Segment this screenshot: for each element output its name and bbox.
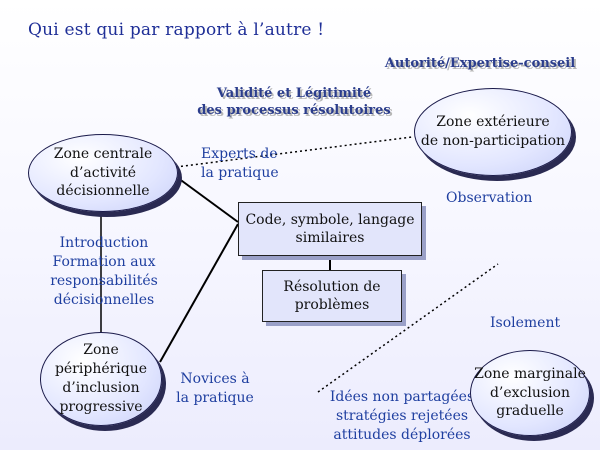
label-novices-line2: la pratique (176, 389, 254, 406)
resolution-box: Résolution de problèmes (262, 270, 402, 322)
zone-centrale-line2: d’activité (69, 164, 136, 181)
page-title: Qui est qui par rapport à l’autre ! (28, 20, 325, 40)
label-experts-line2: la pratique (201, 164, 279, 181)
zone-centrale-line1: Zone centrale (53, 145, 153, 162)
zone-peripherique-line3: d’inclusion (62, 380, 140, 396)
label-idees: Idées non partagées stratégies rejetées … (324, 388, 480, 445)
line-peripherique-code (159, 223, 239, 363)
label-idees-line2: stratégies rejetées (335, 407, 469, 424)
resolution-box-line1: Résolution de (283, 278, 381, 295)
label-novices: Novices à la pratique (170, 370, 260, 408)
label-validite: Validité et Légitimité des processus rés… (194, 86, 394, 120)
zone-peripherique-line1: Zone (83, 342, 119, 359)
zone-marginale-ellipse: Zone marginale d’exclusion graduelle (470, 350, 590, 436)
zone-marginale-line3: graduelle (496, 403, 564, 420)
code-box: Code, symbole, langage similaires (238, 202, 422, 256)
label-validite-line1: Validité et Légitimité (216, 86, 372, 101)
label-experts: Experts de la pratique (201, 145, 279, 183)
resolution-box-line2: problèmes (294, 297, 370, 313)
label-validite-line2: des processus résolutoires (197, 102, 391, 118)
zone-exterieure-line2: de non-participation (420, 133, 566, 149)
label-introduction-line3: responsabilités (50, 272, 158, 289)
zone-marginale-line1: Zone marginale (474, 365, 586, 382)
zone-exterieure-ellipse: Zone extérieure de non-participation (414, 88, 572, 176)
zone-marginale-line2: d’exclusion (489, 384, 571, 401)
label-experts-line1: Experts de (201, 146, 278, 162)
label-introduction-line4: décisionnelles (53, 291, 155, 308)
zone-centrale-ellipse: Zone centrale d’activité décisionnelle (28, 134, 178, 212)
label-idees-line3: attitudes déplorées (333, 426, 471, 443)
zone-peripherique-line4: progressive (59, 398, 143, 415)
label-introduction-line2: Formation aux (52, 253, 156, 270)
line-centrale-code (177, 177, 239, 223)
label-idees-line1: Idées non partagées (329, 389, 475, 405)
code-box-line1: Code, symbole, langage (245, 211, 415, 228)
zone-centrale-line3: décisionnelle (56, 183, 150, 200)
label-observation: Observation (446, 190, 533, 206)
zone-peripherique-ellipse: Zone périphérique d’inclusion progressiv… (40, 332, 162, 426)
dotted-line-marginale (317, 263, 499, 393)
code-box-line2: similaires (295, 230, 365, 246)
label-introduction: Introduction Formation aux responsabilit… (44, 234, 164, 310)
zone-exterieure-line1: Zone extérieure (436, 114, 550, 131)
label-introduction-line1: Introduction (59, 235, 149, 251)
label-isolement: Isolement (490, 315, 561, 331)
label-autorite: Autorité/Expertise-conseil (384, 56, 576, 71)
zone-peripherique-line2: périphérique (54, 361, 148, 378)
label-novices-line1: Novices à (180, 371, 250, 387)
